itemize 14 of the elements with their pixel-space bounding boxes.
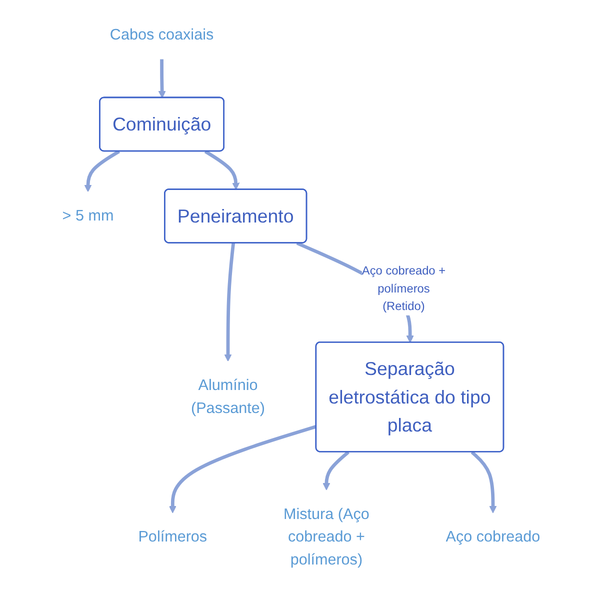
node-text: Aço cobreado: [446, 528, 540, 546]
arrow: [84, 150, 120, 192]
arrow: [158, 59, 166, 98]
arrow: [471, 450, 497, 514]
node-text: Mistura (Aço cobreado + polímeros): [284, 505, 370, 568]
edge-label: Aço cobreado + polímeros (Retido): [362, 264, 446, 313]
node-text: Cabos coaxiais: [110, 26, 214, 44]
arrow: [224, 242, 236, 362]
arrow: [204, 150, 240, 190]
node-text: Polímeros: [138, 528, 208, 546]
node-text: > 5 mm: [62, 207, 114, 224]
node-text: Alumínio (Passante): [191, 376, 266, 416]
arrow: [322, 450, 350, 490]
arrow: [169, 424, 318, 514]
